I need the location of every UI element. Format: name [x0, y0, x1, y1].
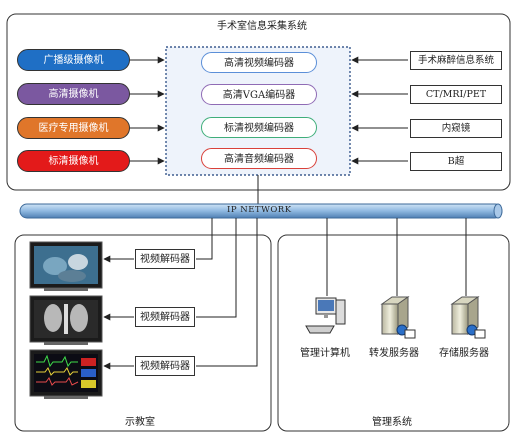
- demo-room-frame: [14, 234, 272, 432]
- storage-server-label: 存储服务器: [439, 348, 489, 359]
- decoder-links: [196, 218, 258, 367]
- source-endoscope: 内窥镜: [410, 119, 502, 138]
- encoder-sd-video: 标清视频编码器: [201, 117, 317, 138]
- encoder-hd-audio: 高清音频编码器: [201, 148, 317, 169]
- camera-medical: 医疗专用摄像机: [17, 117, 130, 139]
- decoder-3: 视频解码器: [135, 356, 195, 376]
- monitor-vitals-icon: [29, 349, 103, 399]
- monitor-surgery-icon: [29, 241, 103, 291]
- source-anesthesia-system: 手术麻醉信息系统: [410, 51, 502, 70]
- system-title: 手术室信息采集系统: [217, 21, 307, 32]
- forward-server-label: 转发服务器: [369, 348, 419, 359]
- source-arrows: [351, 56, 408, 165]
- management-computer-label: 管理计算机: [300, 348, 350, 359]
- decoder-1: 视频解码器: [135, 249, 195, 269]
- source-ultrasound: B超: [410, 152, 502, 171]
- camera-arrows: [129, 56, 165, 165]
- decoder-2: 视频解码器: [135, 307, 195, 327]
- computer-icon: [305, 297, 346, 334]
- management-label: 管理系统: [372, 417, 412, 428]
- management-frame: [277, 234, 510, 432]
- monitor-xray-icon: [29, 295, 103, 345]
- source-ct-mri-pet: CT/MRI/PET: [410, 85, 502, 104]
- encoder-hd-vga: 高清VGA编码器: [201, 84, 317, 105]
- forward-server-icon: [380, 296, 416, 339]
- camera-sd: 标清摄像机: [17, 150, 130, 172]
- demo-room-label: 示教室: [125, 417, 155, 428]
- camera-hd: 高清摄像机: [17, 83, 130, 105]
- ip-network-pipe: [19, 203, 503, 219]
- management-links: [326, 218, 467, 296]
- decoder-arrows: [103, 255, 134, 370]
- network-label: IP NETWORK: [227, 205, 292, 215]
- encoder-hd-video: 高清视频编码器: [201, 52, 317, 73]
- storage-server-icon: [450, 296, 486, 339]
- camera-broadcast: 广播级摄像机: [17, 49, 130, 71]
